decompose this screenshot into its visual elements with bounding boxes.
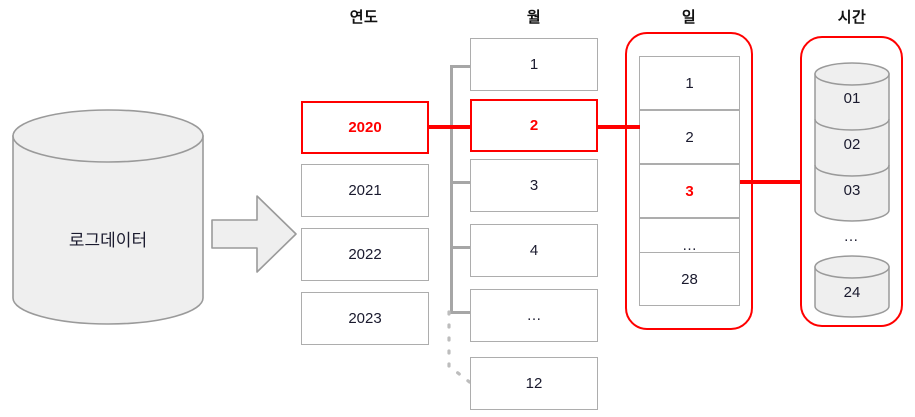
column-header-hour: 시간 — [837, 9, 867, 26]
month-tree-branch-3 — [450, 181, 472, 184]
year-node-2022[interactable]: 2022 — [301, 228, 429, 281]
red-connector-day-to-hour — [740, 180, 802, 184]
log-data-label: 로그데이터 — [68, 231, 148, 250]
month-node-2[interactable]: 2 — [470, 99, 598, 152]
month-node-ellipsis-label: … — [526, 307, 542, 324]
month-node-2-label: 2 — [529, 117, 539, 134]
year-node-2023[interactable]: 2023 — [301, 292, 429, 345]
day-node-3[interactable]: 3 — [639, 164, 740, 218]
day-node-1-label: 1 — [685, 74, 694, 92]
day-node-2-label: 2 — [685, 128, 694, 146]
year-node-2020[interactable]: 2020 — [301, 101, 429, 154]
month-tree-branch-1 — [450, 65, 472, 68]
month-node-4[interactable]: 4 — [470, 224, 598, 277]
year-node-2022-label: 2022 — [348, 246, 382, 263]
year-node-2021[interactable]: 2021 — [301, 164, 429, 217]
day-node-28-label: 28 — [681, 270, 698, 288]
month-tree-trunk — [450, 65, 453, 314]
year-node-2023-label: 2023 — [348, 310, 382, 327]
day-node-3-label: 3 — [685, 182, 694, 200]
month-node-12-label: 12 — [525, 375, 543, 392]
month-tree-dotted-continuation — [440, 308, 490, 394]
red-connector-year-to-month — [429, 125, 472, 129]
month-node-4-label: 4 — [529, 242, 539, 259]
year-node-2020-label: 2020 — [348, 119, 382, 136]
year-node-2021-label: 2021 — [348, 182, 382, 199]
day-node-2[interactable]: 2 — [639, 110, 740, 164]
month-node-1-label: 1 — [529, 56, 539, 73]
column-header-day: 일 — [681, 9, 697, 26]
hour-cylinder-stack[interactable]: 01 02 03 — [813, 60, 891, 228]
month-node-12[interactable]: 12 — [470, 357, 598, 410]
flow-arrow-icon — [210, 190, 298, 278]
day-node-28[interactable]: 28 — [639, 252, 740, 306]
red-connector-month-to-day — [598, 125, 640, 129]
month-node-ellipsis[interactable]: … — [470, 289, 598, 342]
month-node-3-label: 3 — [529, 177, 539, 194]
column-header-month: 월 — [526, 9, 542, 26]
hour-node-ellipsis-label: … — [843, 228, 861, 245]
month-tree-branch-4 — [450, 246, 472, 249]
month-node-3[interactable]: 3 — [470, 159, 598, 212]
month-node-1[interactable]: 1 — [470, 38, 598, 91]
log-data-cylinder — [10, 108, 206, 326]
day-node-1[interactable]: 1 — [639, 56, 740, 110]
month-tree-branch-ellipsis — [450, 311, 472, 314]
day-node-ellipsis-label: … — [682, 236, 697, 254]
column-header-year: 연도 — [349, 9, 379, 26]
hour-cylinder-24[interactable]: 24 — [813, 254, 891, 320]
